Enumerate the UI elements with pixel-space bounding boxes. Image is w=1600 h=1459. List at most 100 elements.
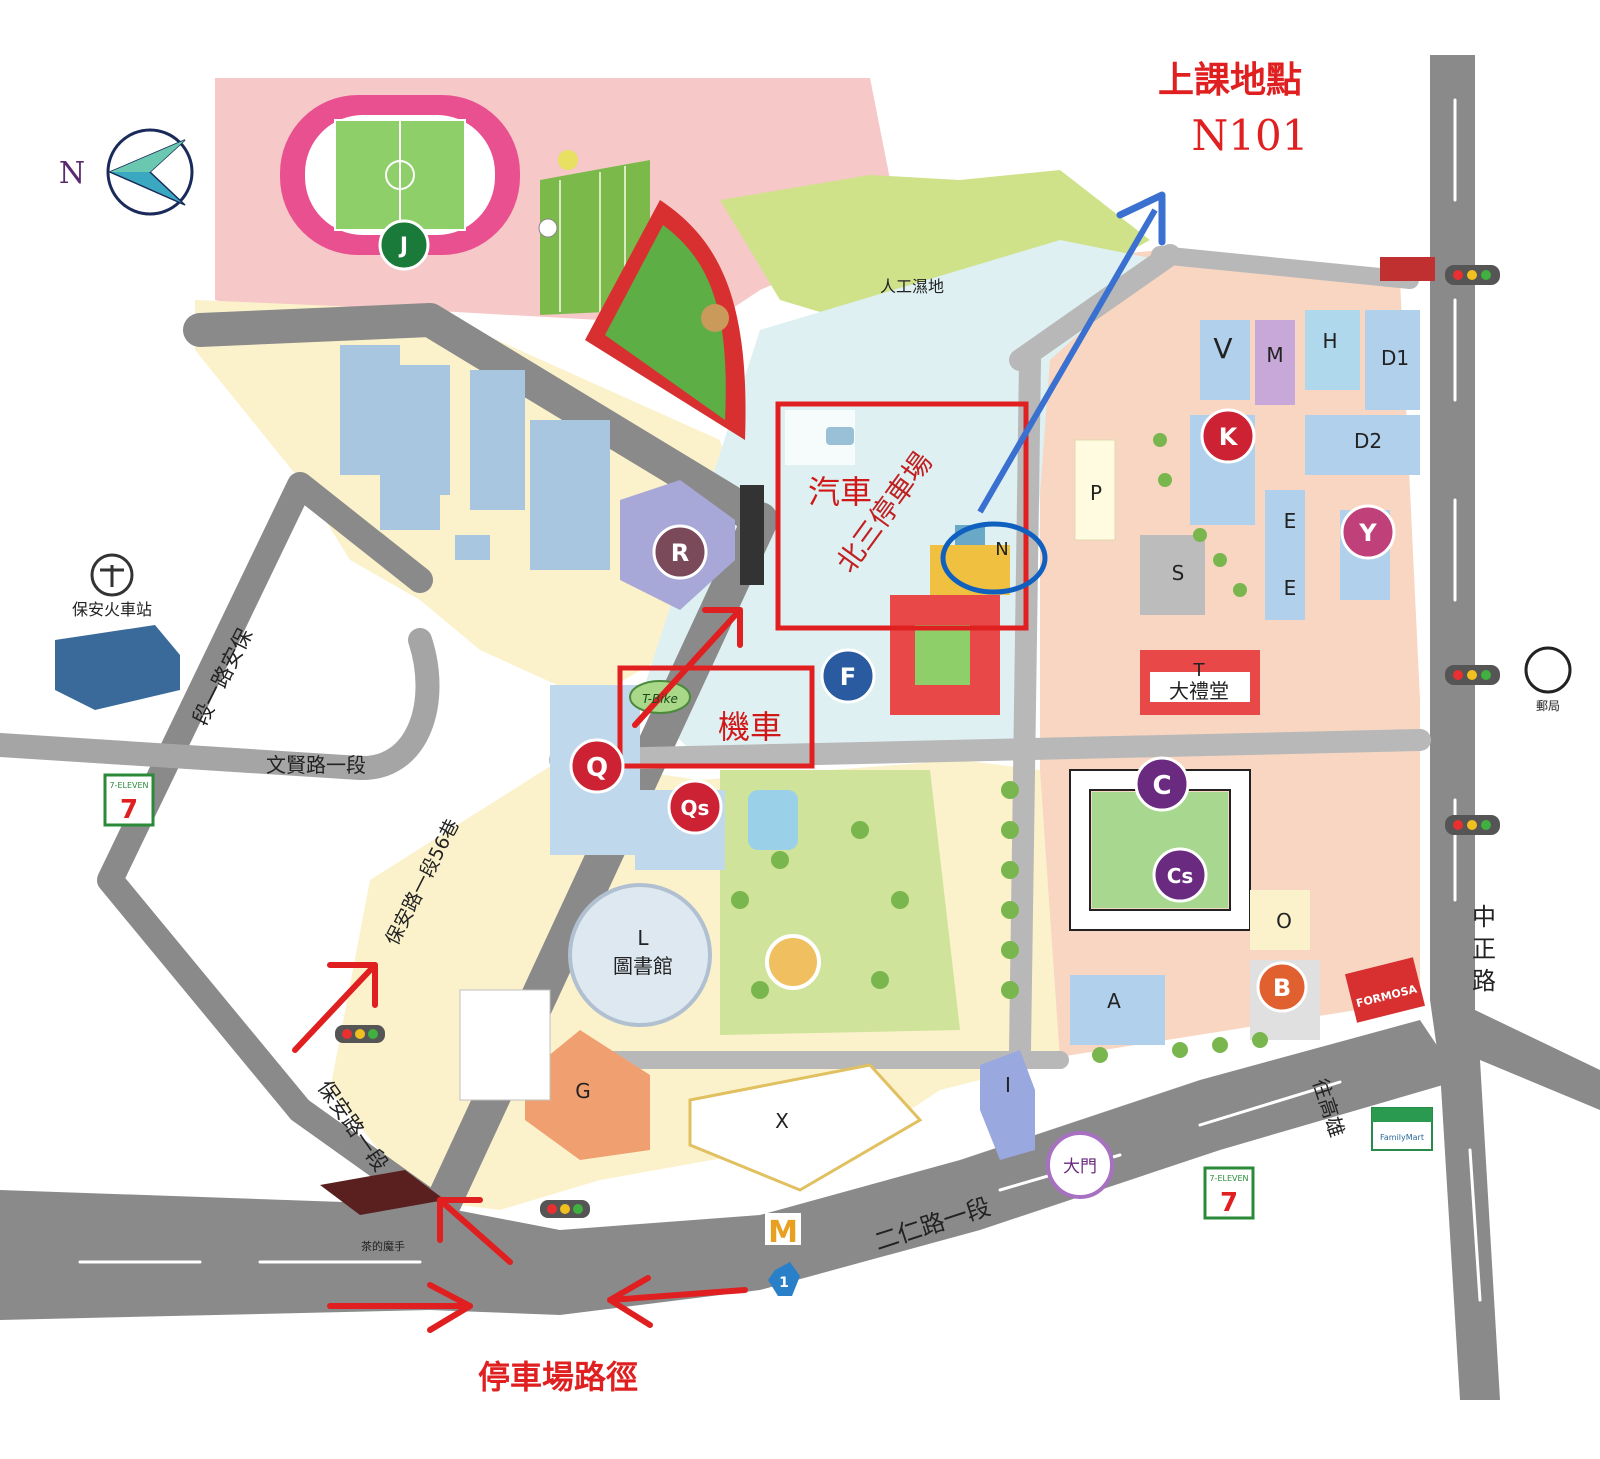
train-station-building [55,625,180,710]
building-letter: M [1266,343,1283,367]
building-letter: X [775,1109,789,1133]
zhongzheng-char-1: 中 [1472,903,1496,931]
motorcycle-parking-box [617,665,815,769]
building-letter: D2 [1354,429,1382,453]
auditorium-code-label: T [1193,660,1206,681]
class-room-number: N101 [1192,111,1309,160]
baseball-glove-icon [701,304,729,332]
sports-facilities [280,95,746,440]
building-badge-label: Q [586,753,608,783]
library-code-label: L [637,926,649,950]
building-i [980,1050,1035,1160]
zhongzheng-road-label: 中 正 路 [1472,903,1496,995]
wenxian-road [0,628,440,780]
building-badge-label: K [1219,423,1239,451]
building-e [1265,490,1305,620]
mcdonalds-icon: M [768,1215,798,1250]
building-h [1305,310,1360,390]
traffic-light-icon [335,1025,385,1043]
building-p [1074,439,1116,541]
building-badge-q[interactable]: Q [569,738,625,794]
seven-eleven-icon: 7 [120,795,138,825]
building-a [1070,975,1165,1045]
compass-north-label: N [59,156,85,191]
car-parking-label: 汽車 [808,473,872,511]
seven-eleven-east: 7-ELEVEN 7 [1203,1166,1255,1220]
building-d2 [1305,415,1420,475]
traffic-lights [335,265,1500,1218]
inner-road-ew [549,729,1431,771]
wenxian-road-label: 文賢路一段 [266,753,366,777]
building-badge-r[interactable]: R [652,524,708,580]
baoan-road-loop [97,472,433,1123]
building-letters: V M H D1 D2 P E E S N O A I G X [575,329,1409,1133]
building-badge-label: Cs [1167,864,1194,888]
building-badge-k[interactable]: K [1200,408,1256,464]
building-badge-label: B [1273,974,1291,1002]
building-badge-label: J [398,234,408,259]
inner-road-north [1151,246,1419,289]
building-badge-cs[interactable]: Cs [1152,847,1208,903]
station-label: 保安火車站 [72,600,152,619]
wetland-label: 人工濕地 [880,277,944,296]
motorcycle-parking-label: 機車 [718,708,782,746]
target-pointer-line [977,208,1158,514]
building-badge-c[interactable]: C [1134,756,1190,812]
building-letter: S [1172,561,1185,585]
target-pointer-arrowhead [1116,191,1166,246]
trees [731,433,1268,1063]
post-office-icon [1524,646,1572,694]
route-arrow-ne-motor [632,607,743,728]
main-gate-label: 大門 [1063,1157,1097,1177]
building-letter: P [1090,481,1102,505]
building-v [1200,320,1250,400]
traffic-light-icon [1445,815,1500,835]
shop-sign-icon [1380,257,1435,281]
tbike-label: T-Bike [642,692,678,706]
building-badge-label: R [671,539,689,567]
route-arrow-nw [437,1197,513,1265]
building-badge-j[interactable]: J [378,219,430,271]
main-gate-marker [1046,1131,1114,1199]
mcdonalds: M [765,1213,801,1250]
building-letter: D1 [1381,346,1409,370]
building-badge-label: F [840,663,856,691]
building-badge-label: Y [1358,519,1377,547]
inner-road-ne [1009,244,1181,371]
building-o [1250,890,1310,950]
auditorium-label: 大禮堂 [1169,679,1229,703]
building-badge-b[interactable]: B [1256,961,1308,1013]
building-letter: O [1276,909,1292,933]
building-badge-qs[interactable]: Qs [667,779,723,835]
building-letter: G [575,1079,591,1103]
roads [0,55,1600,1400]
building-badge-f[interactable]: F [820,648,876,704]
seven-eleven-label: 7-ELEVEN [1209,1174,1248,1183]
ball-icon [558,150,578,170]
building-letter: V [1213,332,1232,365]
building-letter: N [995,539,1008,560]
tower-sign [740,485,764,585]
volleyball-icon [538,218,558,238]
building-badge-label: Qs [681,796,710,820]
building-m [1255,320,1295,405]
traffic-light-icon [1445,265,1500,285]
route-shield-icon [768,1262,800,1296]
class-location-title: 上課地點 [1158,59,1302,101]
post-office-label: 郵局 [1536,699,1560,713]
seven-eleven-west: 7-ELEVEN 7 [103,773,155,827]
central-buildings [890,525,1010,715]
parking-route-arrows [292,607,748,1333]
tea-shop-label: 茶的魔手 [361,1239,405,1253]
formosa-store: FORMOSA [1344,957,1426,1023]
building-s [1140,535,1205,615]
building-badge-y[interactable]: Y [1340,504,1396,560]
route-number-label: 1 [779,1275,789,1291]
car-parking-box [775,401,1029,631]
park-fountain [765,934,821,990]
building-badges: J R F Q Qs K Y C Cs B [378,219,1396,1013]
building-letter: E [1284,576,1297,600]
zhongzheng-char-3: 路 [1472,967,1496,995]
pond [748,790,798,850]
